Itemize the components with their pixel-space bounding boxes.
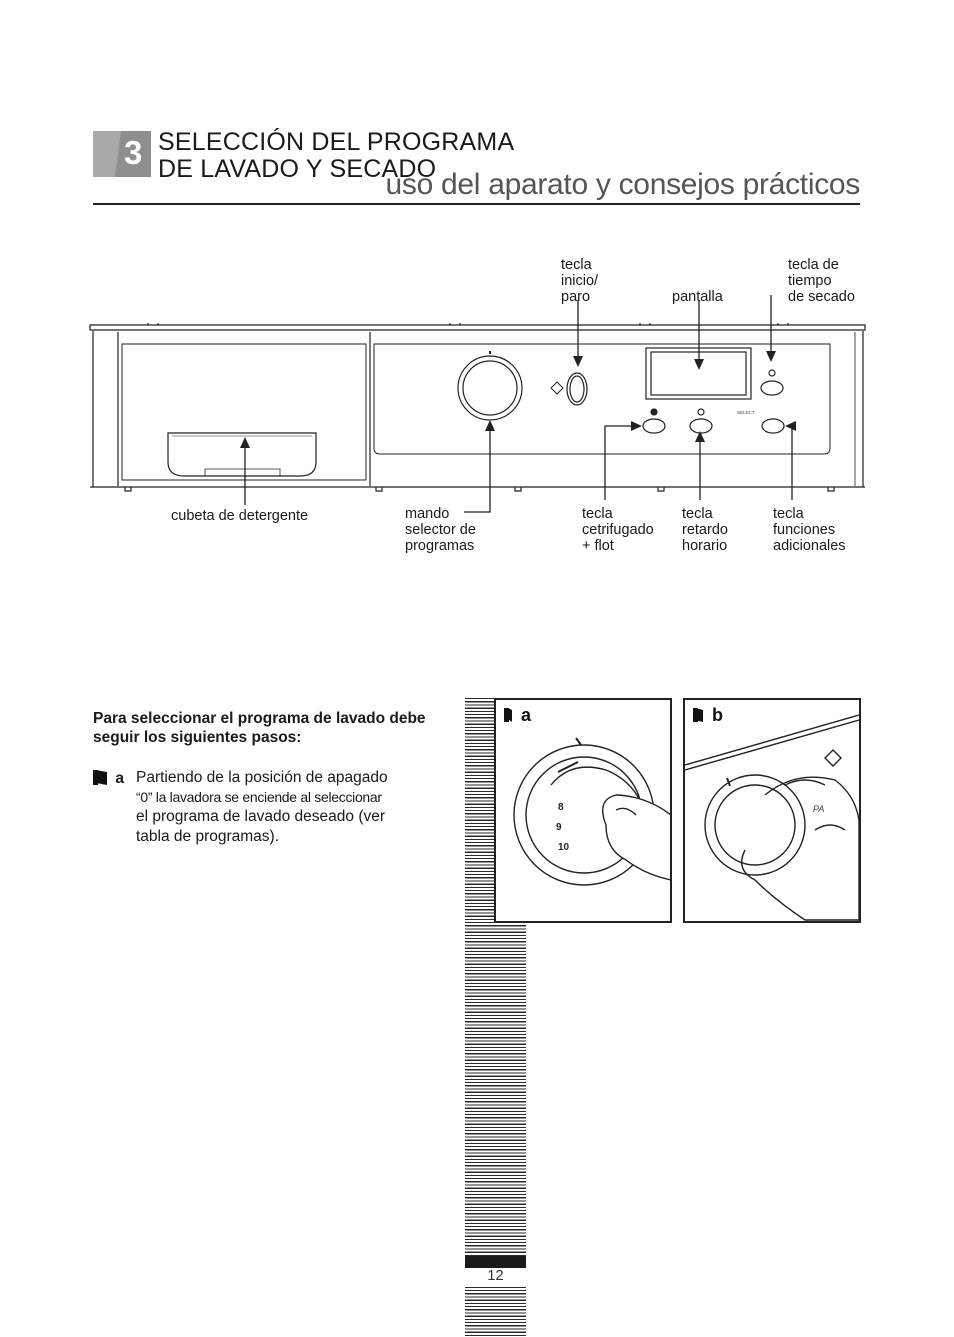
section-subtitle: uso del aparato y consejos prácticos [385,168,861,201]
section-title-line2: DE LAVADO Y SECADO [158,155,437,183]
label-detergent: cubeta de detergente [171,508,309,524]
page-number: 12 [487,1268,504,1284]
section-title-line1: SELECCIÓN DEL PROGRAMA [158,128,515,156]
figure-b-partial-text: PA [813,804,824,814]
step-a-line3: el programa de lavado deseado (ver [136,808,386,825]
chapter-number: 3 [124,134,143,171]
step-a-text: Partiendo de la posición de apagado “0” … [136,768,436,846]
dial-number-9: 9 [556,822,562,833]
label-start-stop: tecla inicio/ paro [561,257,599,305]
label-functions: tecla funciones adicionales [773,506,846,554]
label-dry-time: tecla de tiempo de secado [788,257,855,305]
step-a-line1: Partiendo de la posición de apagado [136,769,388,786]
select-panel-text: SELECT [737,410,755,415]
label-spin: tecla cetrifugado + flot [582,506,654,554]
chapter-tab [93,131,151,177]
label-display: pantalla [672,289,723,305]
bookmark-icon [93,770,107,785]
step-a-marker: a [93,770,124,788]
figure-a-tag: a [521,705,532,725]
intro-text: Para seleccionar el programa de lavado d… [93,710,426,746]
figure-a: 8 9 10 a [494,698,672,923]
step-a-letter: a [115,770,124,787]
dial-number-8: 8 [558,802,564,813]
label-selector: mando selector de programas [405,506,476,554]
page-number-bar [465,1256,526,1268]
label-delay: tecla retardo horario [682,506,728,554]
dial-number-10: 10 [558,842,570,853]
control-panel-diagram: SELECT [89,295,866,513]
step-a-line2: “0” la lavadora se enciende al seleccion… [136,788,382,805]
figure-b: PA b [683,698,861,923]
step-a-line4: tabla de programas). [136,827,280,845]
header-rule [93,203,860,205]
figure-b-tag: b [712,705,723,725]
